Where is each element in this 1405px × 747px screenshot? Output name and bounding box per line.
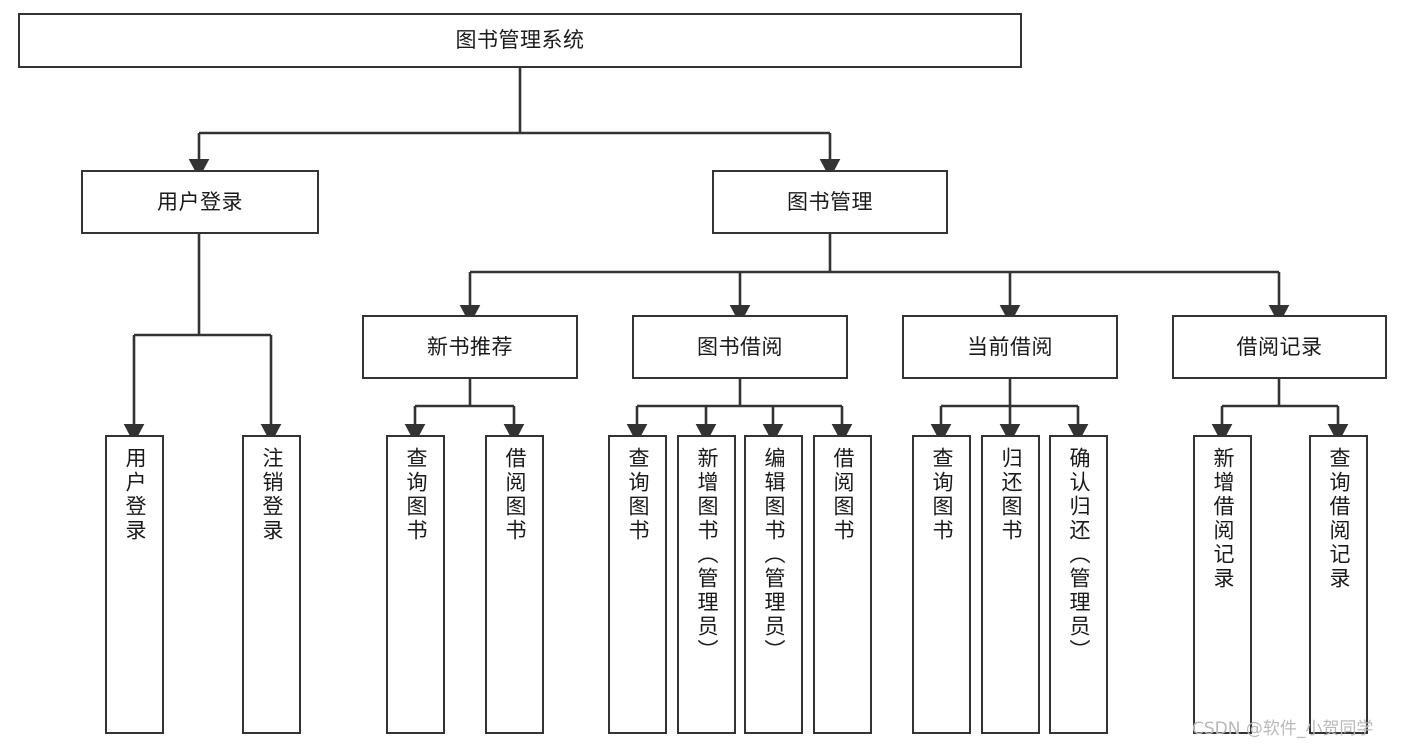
node-leaf-add-book[interactable]: 新增图书（管理员） — [677, 435, 736, 734]
node-leaf-return-book-label: 归还图书 — [999, 447, 1023, 543]
node-book-borrow-label: 图书借阅 — [697, 334, 783, 359]
node-leaf-logout-label: 注销登录 — [260, 447, 284, 543]
watermark-csdn: CSDN @软件_小贺同学 — [1192, 719, 1374, 739]
node-leaf-borrow-book-1-label: 借阅图书 — [503, 447, 527, 543]
node-leaf-confirm-return[interactable]: 确认归还（管理员） — [1049, 435, 1108, 734]
node-leaf-edit-book[interactable]: 编辑图书（管理员） — [744, 435, 803, 734]
node-leaf-query-book-1-label: 查询图书 — [404, 447, 428, 543]
node-book-borrow[interactable]: 图书借阅 — [632, 315, 848, 379]
node-leaf-edit-book-label: 编辑图书（管理员） — [762, 447, 786, 663]
node-leaf-query-book-3-label: 查询图书 — [930, 447, 954, 543]
node-leaf-return-book[interactable]: 归还图书 — [981, 435, 1040, 734]
node-leaf-query-record-label: 查询借阅记录 — [1327, 447, 1351, 591]
node-new-book-recommend-label: 新书推荐 — [427, 334, 513, 359]
node-user-login[interactable]: 用户登录 — [81, 170, 319, 234]
node-leaf-add-record[interactable]: 新增借阅记录 — [1193, 435, 1252, 734]
node-leaf-query-book-3[interactable]: 查询图书 — [912, 435, 971, 734]
node-user-login-label: 用户登录 — [157, 189, 243, 214]
node-borrow-record-label: 借阅记录 — [1236, 334, 1323, 359]
node-book-manage[interactable]: 图书管理 — [712, 170, 948, 234]
node-leaf-borrow-book-2-label: 借阅图书 — [831, 447, 855, 543]
node-current-borrow[interactable]: 当前借阅 — [902, 315, 1118, 379]
node-leaf-borrow-book-1[interactable]: 借阅图书 — [485, 435, 544, 734]
node-new-book-recommend[interactable]: 新书推荐 — [362, 315, 578, 379]
node-leaf-query-book-2[interactable]: 查询图书 — [608, 435, 667, 734]
node-leaf-user-login[interactable]: 用户登录 — [105, 435, 164, 734]
node-root-system-label: 图书管理系统 — [455, 28, 585, 53]
node-leaf-query-record[interactable]: 查询借阅记录 — [1309, 435, 1368, 734]
node-leaf-borrow-book-2[interactable]: 借阅图书 — [813, 435, 872, 734]
node-leaf-confirm-return-label: 确认归还（管理员） — [1067, 447, 1091, 663]
node-borrow-record[interactable]: 借阅记录 — [1172, 315, 1387, 379]
node-leaf-user-login-label: 用户登录 — [123, 447, 147, 543]
node-book-manage-label: 图书管理 — [787, 189, 873, 214]
node-current-borrow-label: 当前借阅 — [967, 334, 1053, 359]
node-leaf-query-book-1[interactable]: 查询图书 — [386, 435, 445, 734]
node-leaf-add-record-label: 新增借阅记录 — [1211, 447, 1235, 591]
node-leaf-logout[interactable]: 注销登录 — [242, 435, 301, 734]
node-leaf-query-book-2-label: 查询图书 — [626, 447, 650, 543]
node-root-system[interactable]: 图书管理系统 — [18, 13, 1022, 68]
node-leaf-add-book-label: 新增图书（管理员） — [695, 447, 719, 663]
